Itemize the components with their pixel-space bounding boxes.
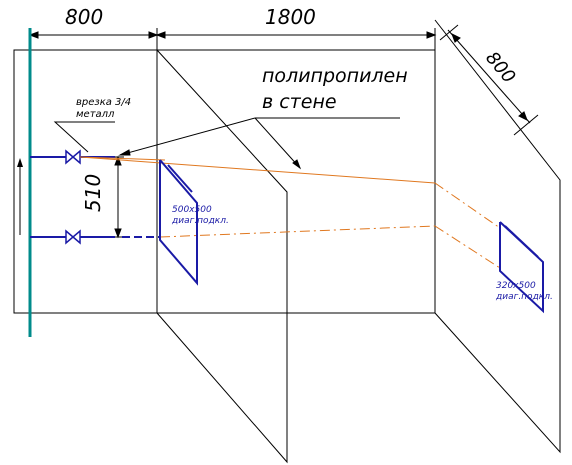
radiator1-size: 500х500 [172, 205, 212, 215]
dim-line-diagonal [447, 29, 531, 124]
dim-800-label: 800 [65, 5, 103, 29]
dimension-lines [28, 24, 539, 239]
dim-diagonal-label: 800 [481, 48, 519, 88]
tap-label-line1: врезка 3/4 [76, 97, 131, 108]
radiators [159, 159, 544, 314]
back-wall [13, 49, 436, 314]
tap-label-line2: металл [76, 109, 115, 120]
radiator2-size: 320х500 [496, 281, 536, 291]
material-leader-1 [119, 117, 256, 156]
lower-run-side [434, 225, 501, 269]
material-label-line2: в стене [262, 91, 337, 113]
left-plane [156, 49, 288, 464]
dim-510-label: 510 [81, 174, 105, 212]
material-leader-2 [254, 117, 301, 169]
wall-outline [13, 19, 561, 464]
dim-1800-label: 1800 [265, 5, 316, 29]
riser [17, 28, 32, 337]
valve-icon [65, 229, 81, 245]
material-label-line1: полипропилен [262, 65, 408, 87]
flow-arrow-icon [17, 158, 23, 167]
valves [65, 149, 81, 245]
valve-icon [65, 149, 81, 165]
upper-run-side [434, 182, 501, 229]
radiator-500x500 [159, 159, 198, 286]
tap-leader [53, 121, 115, 153]
right-plane [434, 19, 561, 454]
upper-run-wall [79, 156, 436, 184]
radiator2-connection: диаг.подкл. [495, 292, 553, 302]
lower-run-wall [159, 225, 436, 238]
radiator1-connection: диаг.подкл. [171, 216, 229, 226]
pipe-runs [79, 156, 501, 269]
